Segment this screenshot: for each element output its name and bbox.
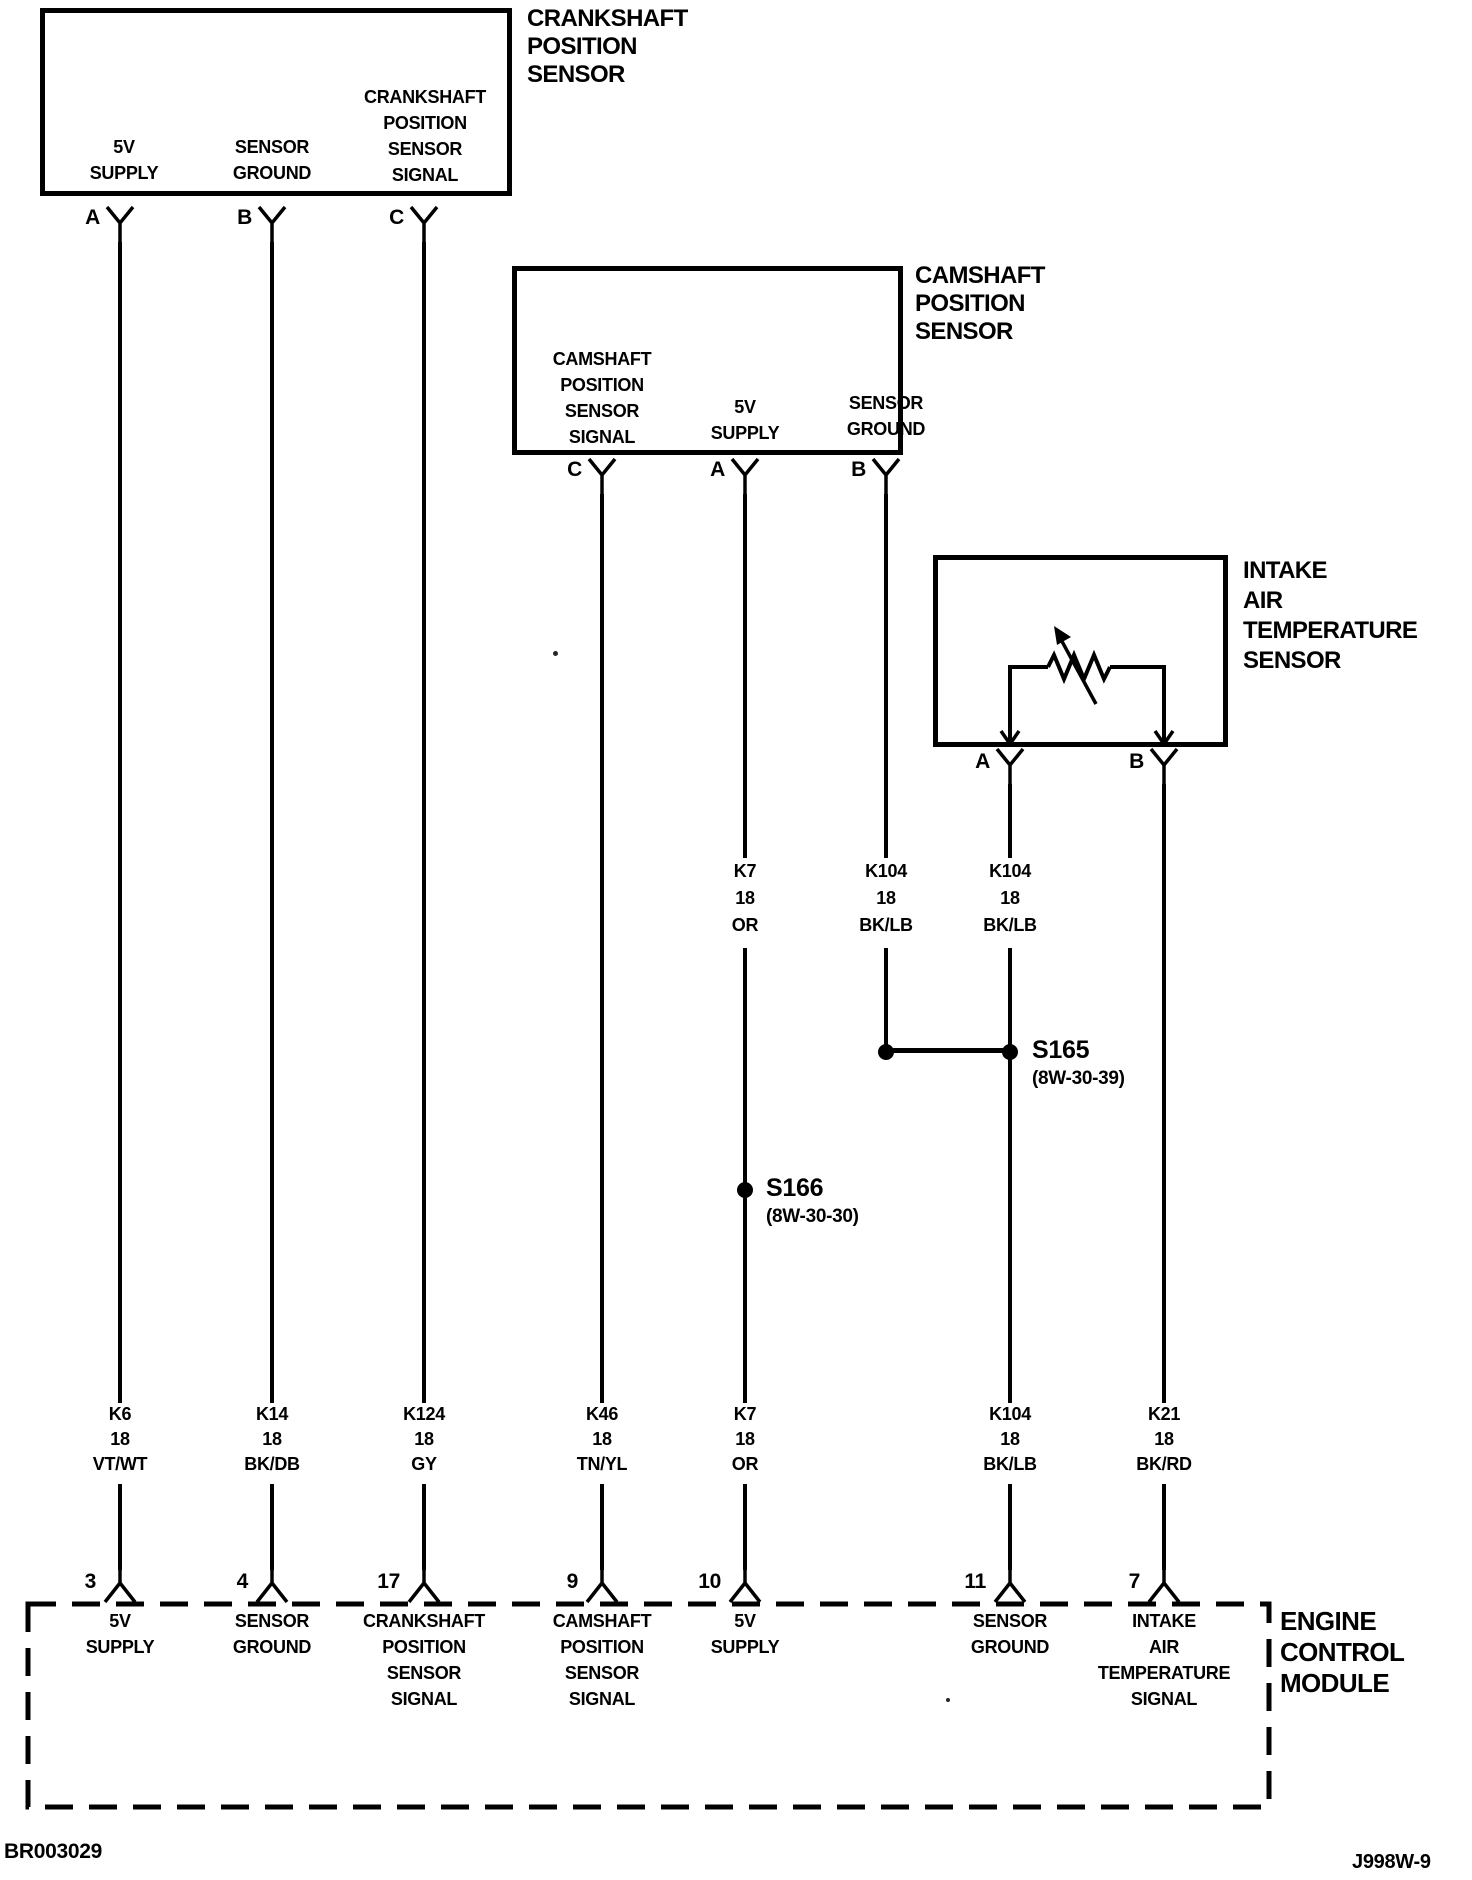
- wire-k7: [743, 494, 747, 858]
- ecm-pin-7-label: INTAKE AIR TEMPERATURE SIGNAL: [1097, 1611, 1231, 1709]
- ecm-title: ENGINE CONTROL MODULE: [1280, 1606, 1405, 1698]
- splice-s165-jumper: [886, 1048, 1010, 1053]
- connector-y-icon: [995, 747, 1025, 786]
- wire-k14: [270, 242, 274, 1403]
- ecm-pin-10-number: 10: [698, 1570, 721, 1593]
- crankshaft-sensor-title: CRANKSHAFT POSITION SENSOR: [527, 5, 688, 88]
- connector-lambda-icon: [585, 1568, 619, 1604]
- ecm-pin-9-label: CAMSHAFT POSITION SENSOR SIGNAL: [552, 1611, 652, 1709]
- splice-s165-id: S165: [1032, 1036, 1090, 1064]
- ecm-pin-17-label: CRANKSHAFT POSITION SENSOR SIGNAL: [363, 1611, 485, 1709]
- ecm-pin-10-label: 5V SUPPLY: [710, 1611, 780, 1657]
- connector-y-icon: [1149, 747, 1179, 786]
- connector-lambda-icon: [728, 1568, 762, 1604]
- crankshaft-pin-a-letter: A: [85, 206, 100, 229]
- wire-label: K104 18 BK/LB: [859, 861, 913, 935]
- wire-k124: [422, 1484, 426, 1570]
- ecm-pin-11-number: 11: [964, 1570, 986, 1593]
- diagram-number-left: BR003029: [4, 1840, 103, 1863]
- splice-dot: [737, 1182, 753, 1198]
- wire-k6: [118, 1484, 122, 1570]
- crankshaft-pin-c-letter: C: [389, 206, 404, 229]
- connector-y-icon: [105, 205, 135, 244]
- wire-label: K46 18 TN/YL: [576, 1404, 628, 1474]
- connector-y-icon: [730, 457, 760, 496]
- connector-lambda-icon: [103, 1568, 137, 1604]
- ecm-pin-11-label: SENSOR GROUND: [970, 1611, 1050, 1657]
- connector-lambda-icon: [255, 1568, 289, 1604]
- camshaft-pin-c-letter: C: [567, 458, 582, 481]
- wire-k7: [743, 948, 747, 1403]
- wire-label: K104 18 BK/LB: [983, 1404, 1037, 1474]
- wire-label: K124 18 GY: [403, 1404, 445, 1474]
- wire-label: K21 18 BK/RD: [1136, 1404, 1192, 1474]
- crankshaft-pin-c-label: CRANKSHAFT POSITION SENSOR SIGNAL: [364, 87, 486, 185]
- thermistor-icon: [999, 626, 1175, 748]
- connector-lambda-icon: [993, 1568, 1027, 1604]
- wire-k14: [270, 1484, 274, 1570]
- wire-label: K6 18 VT/WT: [92, 1404, 148, 1474]
- crankshaft-pin-b-label: SENSOR GROUND: [232, 137, 312, 183]
- wire-k104-camshaft: [884, 948, 888, 1052]
- wire-label: K14 18 BK/DB: [244, 1404, 300, 1474]
- wire-k7: [743, 1484, 747, 1570]
- ecm-pin-7-number: 7: [1128, 1570, 1141, 1593]
- wire-label: K7 18 OR: [731, 1404, 759, 1474]
- print-artifact-dot: [553, 651, 558, 656]
- diagram-number-right: J998W-9: [1352, 1851, 1431, 1873]
- iat-sensor-box: [933, 555, 1228, 747]
- ecm-pin-4-number: 4: [236, 1570, 249, 1593]
- camshaft-pin-b-letter: B: [851, 458, 866, 481]
- crankshaft-pin-b-letter: B: [237, 206, 252, 229]
- connector-lambda-icon: [407, 1568, 441, 1604]
- wire-k46: [600, 494, 604, 1403]
- crankshaft-pin-a-label: 5V SUPPLY: [89, 137, 159, 183]
- splice-s165-ref: (8W-30-39): [1032, 1068, 1125, 1089]
- crankshaft-sensor-box: [40, 8, 512, 196]
- connector-y-icon: [409, 205, 439, 244]
- ecm-pin-4-label: SENSOR GROUND: [232, 1611, 312, 1657]
- connector-y-icon: [587, 457, 617, 496]
- wire-label: K104 18 BK/LB: [983, 861, 1037, 935]
- iat-pin-b-letter: B: [1129, 750, 1144, 773]
- ecm-box: [25, 1601, 1272, 1810]
- camshaft-pin-a-label: 5V SUPPLY: [710, 397, 780, 443]
- connector-y-icon: [257, 205, 287, 244]
- splice-s166-ref: (8W-30-30): [766, 1206, 859, 1227]
- ecm-pin-3-number: 3: [84, 1570, 97, 1593]
- wire-k124: [422, 242, 426, 1403]
- wire-k6: [118, 242, 122, 1403]
- ecm-pin-9-number: 9: [566, 1570, 579, 1593]
- splice-s166-id: S166: [766, 1174, 824, 1202]
- ecm-pin-3-label: 5V SUPPLY: [85, 1611, 155, 1657]
- splice-dot: [1002, 1044, 1018, 1060]
- print-artifact-dot: [946, 1698, 950, 1702]
- iat-pin-a-letter: A: [975, 750, 990, 773]
- wire-k104-camshaft: [884, 494, 888, 858]
- camshaft-pin-c-label: CAMSHAFT POSITION SENSOR SIGNAL: [552, 349, 652, 447]
- wire-k46: [600, 1484, 604, 1570]
- camshaft-pin-a-letter: A: [710, 458, 725, 481]
- camshaft-sensor-box: [512, 266, 903, 455]
- wire-k104-iat: [1008, 784, 1012, 858]
- connector-y-icon: [871, 457, 901, 496]
- wire-k21: [1162, 1484, 1166, 1570]
- wire-label: K7 18 OR: [731, 861, 759, 935]
- wire-k104-iat: [1008, 1484, 1012, 1570]
- connector-lambda-icon: [1147, 1568, 1181, 1604]
- ecm-pin-17-number: 17: [377, 1570, 400, 1593]
- splice-dot: [878, 1044, 894, 1060]
- wire-k104-iat: [1008, 948, 1012, 1403]
- camshaft-pin-b-label: SENSOR GROUND: [846, 393, 926, 439]
- wire-k21: [1162, 784, 1166, 1403]
- camshaft-sensor-title: CAMSHAFT POSITION SENSOR: [915, 262, 1045, 345]
- iat-sensor-title: INTAKE AIR TEMPERATURE SENSOR: [1243, 557, 1418, 674]
